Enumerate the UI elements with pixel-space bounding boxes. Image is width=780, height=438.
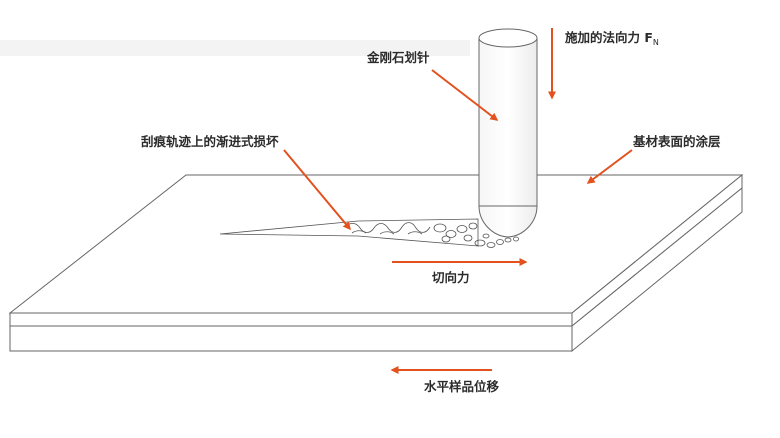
arrows xyxy=(283,28,633,374)
diamond-stylus xyxy=(478,28,538,238)
coating-pointer-arrow xyxy=(586,149,633,184)
stylus-pointer-arrow xyxy=(431,69,499,121)
damage-pointer-arrow xyxy=(283,149,351,231)
normal-force-subscript: N xyxy=(653,38,659,47)
normal-force-label: 施加的法向力 FN xyxy=(565,30,659,47)
plate-front-face xyxy=(9,325,573,352)
progressive-damage-label: 刮痕轨迹上的渐进式损坏 xyxy=(141,134,279,149)
horizontal-displacement-label: 水平样品位移 xyxy=(424,379,500,394)
diamond-stylus-label: 金刚石划针 xyxy=(366,50,430,65)
scratch-track xyxy=(219,218,519,248)
plate-coating-layer xyxy=(9,312,573,327)
substrate-plate xyxy=(8,173,744,353)
plate-side-face xyxy=(571,186,743,353)
tangential-force-label: 切向力 xyxy=(432,270,470,285)
background-band xyxy=(0,40,470,56)
substrate-coating-label: 基材表面的涂层 xyxy=(632,134,721,149)
